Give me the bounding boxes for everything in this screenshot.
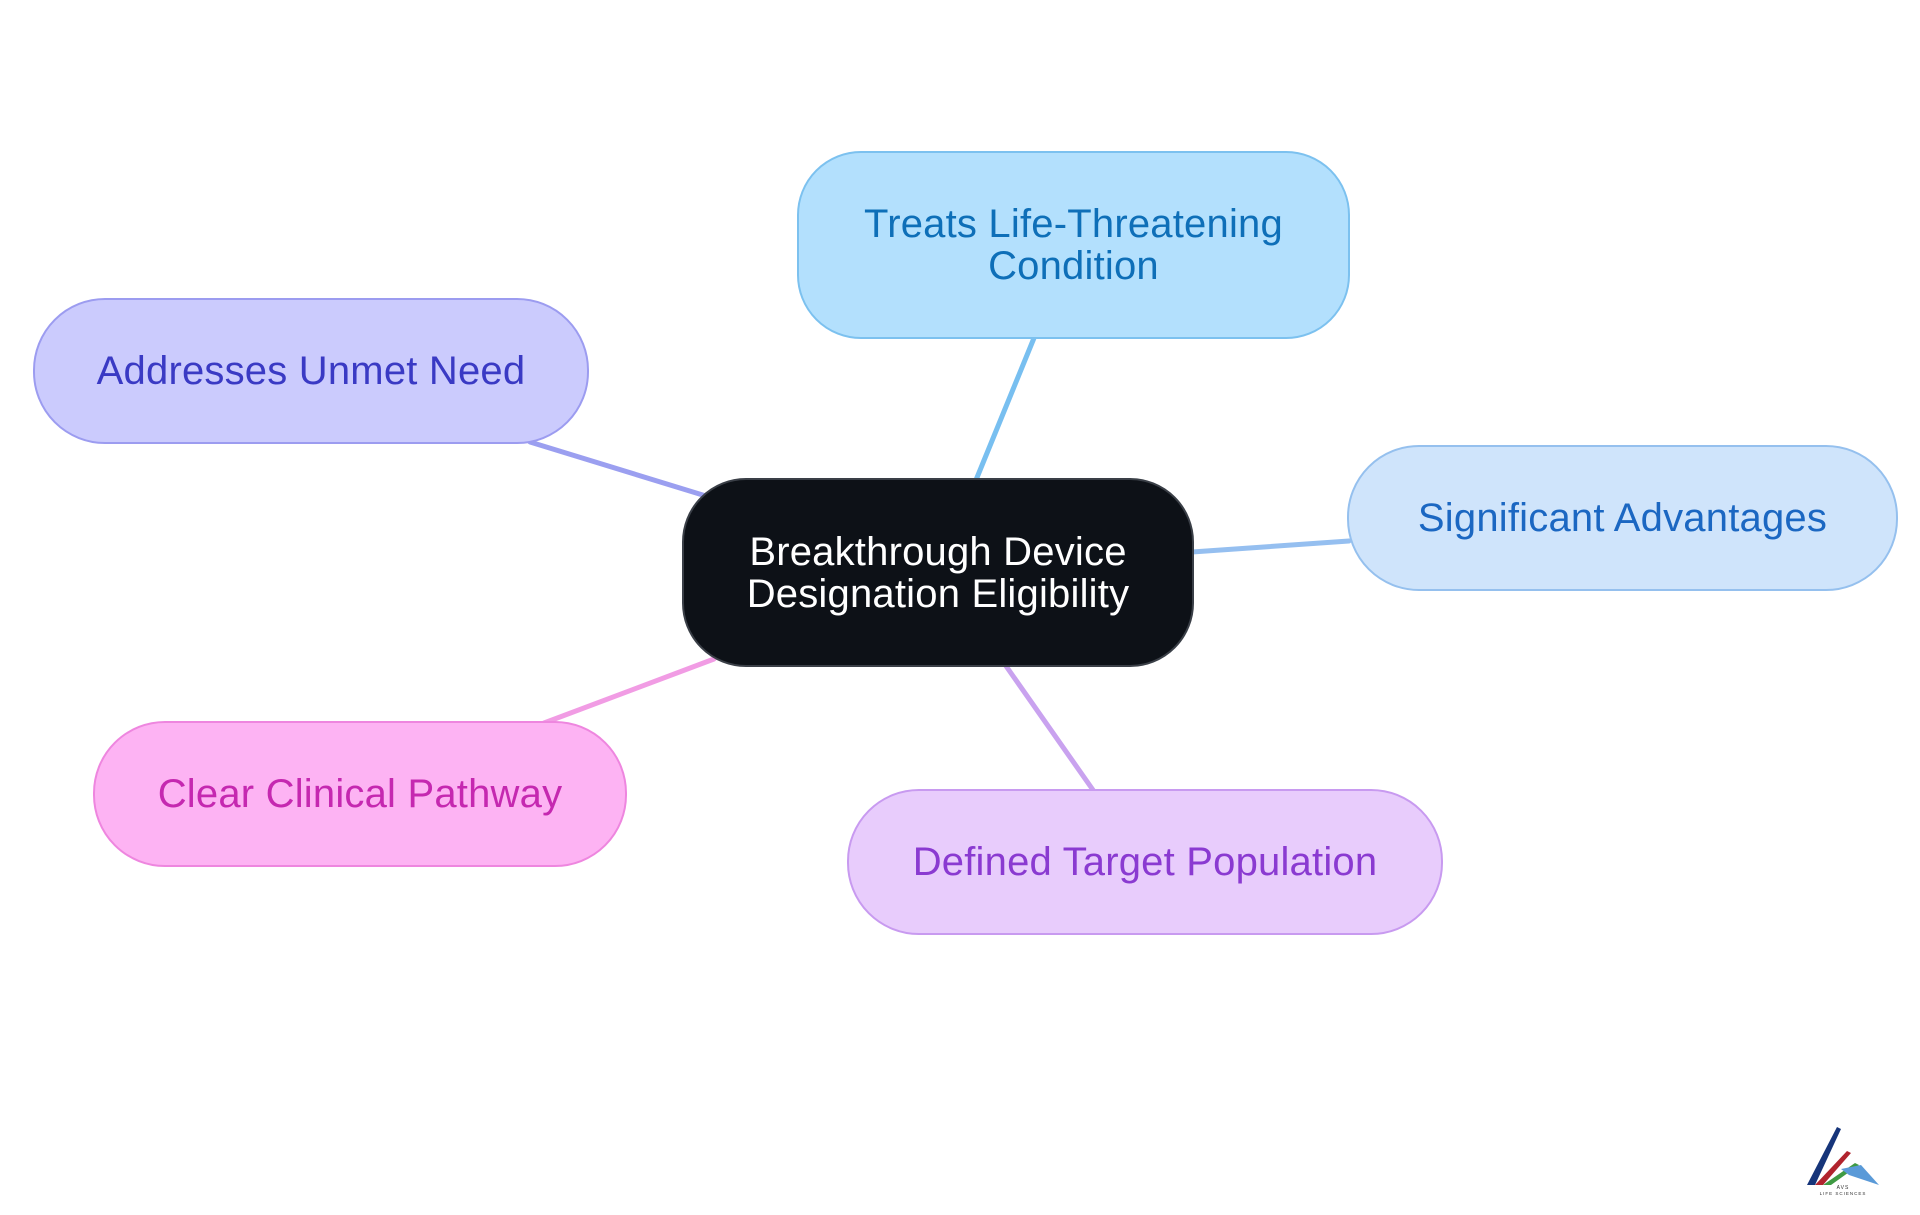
center-node-label: Breakthrough Device Designation Eligibil… bbox=[746, 529, 1130, 616]
branch-node-population-label: Defined Target Population bbox=[912, 840, 1378, 884]
company-logo: AVS LIFE SCIENCES bbox=[1807, 1127, 1879, 1196]
branch-node-treats: Treats Life-Threatening Condition bbox=[797, 151, 1350, 339]
branch-node-advantages: Significant Advantages bbox=[1347, 445, 1898, 591]
connector-treats bbox=[973, 335, 1037, 483]
branch-node-population: Defined Target Population bbox=[847, 789, 1443, 935]
logo-stripe-red bbox=[1815, 1151, 1851, 1185]
logo-stripe-blue bbox=[1841, 1165, 1879, 1185]
branch-node-advantages-label: Significant Advantages bbox=[1417, 496, 1828, 540]
branch-node-unmet-label: Addresses Unmet Need bbox=[96, 349, 526, 393]
connector-population bbox=[1003, 663, 1096, 793]
connector-unmet bbox=[527, 439, 709, 499]
logo-stripe-navy bbox=[1807, 1127, 1841, 1185]
branch-node-unmet: Addresses Unmet Need bbox=[33, 298, 589, 444]
connector-clinical bbox=[541, 656, 717, 726]
logo-text-top: AVS bbox=[1837, 1185, 1850, 1191]
branch-node-treats-label: Treats Life-Threatening Condition bbox=[864, 202, 1283, 288]
center-node: Breakthrough Device Designation Eligibil… bbox=[682, 478, 1194, 667]
branch-node-clinical: Clear Clinical Pathway bbox=[93, 721, 627, 867]
logo-text-bottom: LIFE SCIENCES bbox=[1820, 1191, 1867, 1196]
branch-node-clinical-label: Clear Clinical Pathway bbox=[157, 772, 563, 816]
connector-advantages bbox=[1189, 538, 1352, 555]
